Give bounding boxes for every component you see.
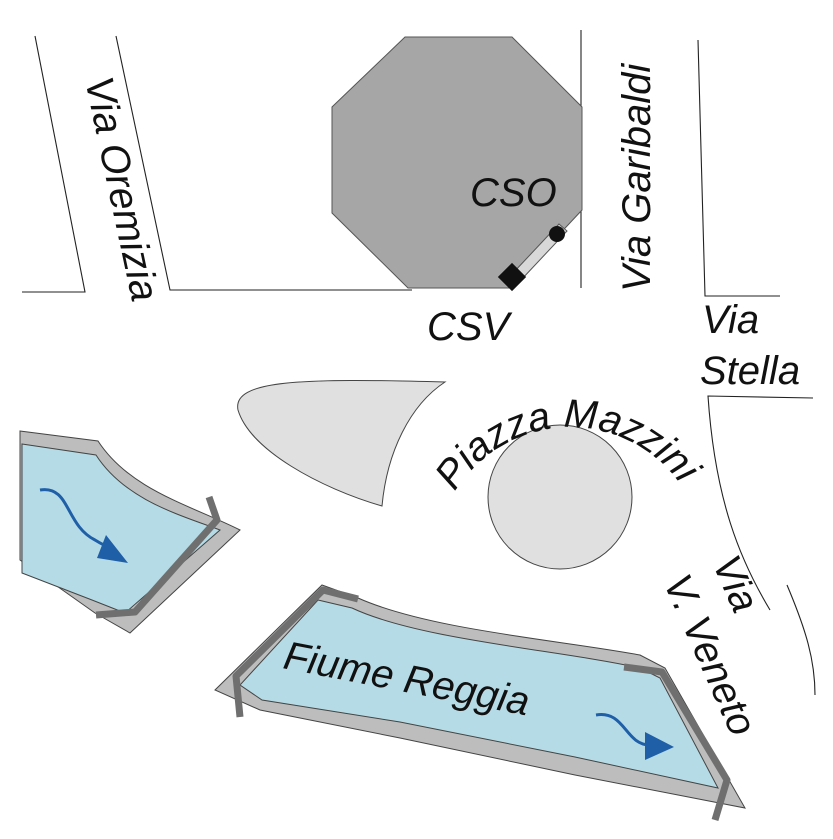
via-vveneto-east-edge [786,584,816,696]
marker-label-csv: CSV [427,305,513,349]
traffic-island [237,379,447,507]
river-wall-left [95,495,221,619]
sensor-dot-icon [549,226,565,242]
river-wall-main-right [623,663,731,822]
street-label-via-garibaldi: Via Garibaldi [615,63,659,292]
road-edges [22,30,816,696]
roundabout [487,424,633,570]
river-wall-main-left [232,586,359,718]
flow-arrow-icon [39,488,128,563]
river-segment-left [19,430,241,634]
street-label-via-oremizia: Via Oremizia [76,73,166,305]
via-stella-north-edge [697,39,780,297]
via-oremizia-east-edge [115,35,412,291]
via-vveneto-west-edge [707,395,814,611]
via-oremizia-west-edge [22,35,86,293]
street-label-via-stella-line2: Stella [700,349,800,393]
marker-label-cso: CSO [470,171,557,215]
flow-arrow-icon [595,713,674,760]
street-label-via-stella-line1: Via [702,298,759,342]
river-segment-main [214,584,746,822]
